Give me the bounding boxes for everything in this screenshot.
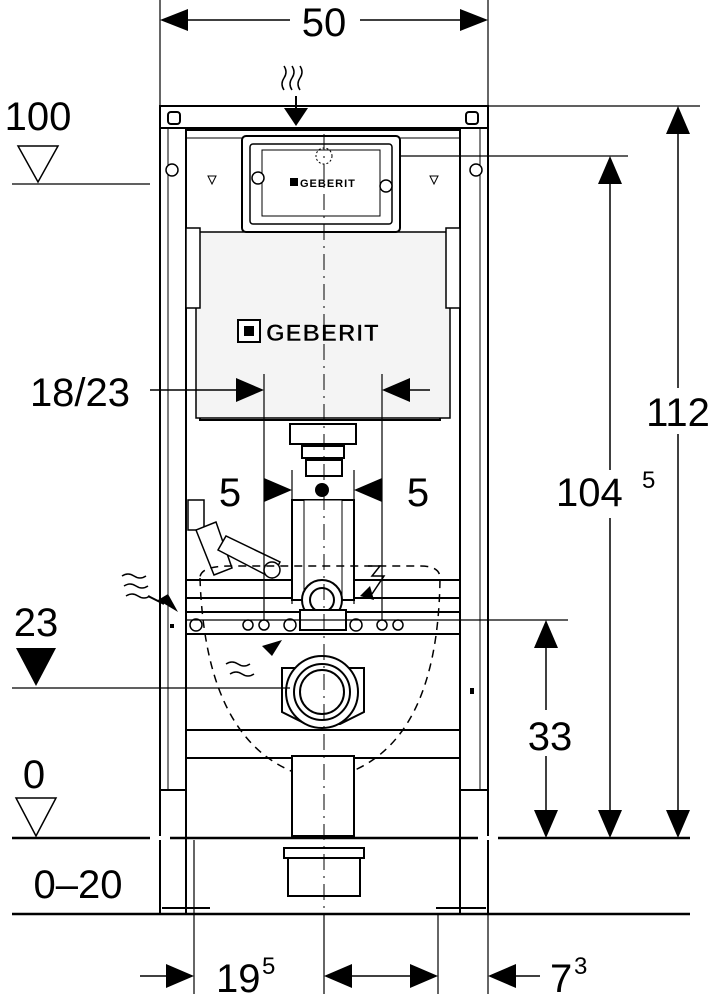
waste-water-left-icon [121,573,178,612]
right-post [459,105,489,915]
width-dimension: 50 [159,0,489,108]
plate-logo-text: GEBERIT [300,178,356,190]
offset-19-sup: 5 [262,953,275,980]
height-104-label: 104 [556,471,623,515]
cistern-logo-text: GEBERIT [266,320,380,347]
left-post [159,105,187,915]
connector-offset-dimensions: 5 5 [219,470,429,604]
left-foot [159,789,187,915]
toilet-bowl-outline [199,565,441,781]
level-0-label: 0 [23,753,45,797]
level-23-label: 23 [14,601,59,645]
flush-pipe [289,423,357,631]
spacing-18-23-label: 18/23 [30,371,130,415]
bottom-offset-dimensions: 19 5 7 3 [140,840,587,1000]
lower-rail [185,729,461,759]
water-supply-icon [281,65,308,126]
width-label: 50 [302,1,347,45]
flush-pipe-spacing-dimension: 18/23 [30,371,430,620]
offset-7-sup: 3 [574,953,587,980]
offset-19-label: 19 [216,957,261,1000]
level-marker-100: 100 [5,95,150,185]
right-5-label: 5 [407,471,429,515]
height-dimensions: 112 104 5 33 [186,105,716,838]
level-marker-0: 0 [14,753,58,838]
level-100-label: 100 [5,95,72,139]
flush-plate: GEBERIT [241,135,401,233]
left-5-label: 5 [219,471,241,515]
height-112-label: 112 [646,391,710,435]
floor-range-label: 0–20 [34,863,123,907]
height-33-label: 33 [528,715,573,759]
offset-7-label: 7 [550,957,572,1000]
right-foot [459,789,489,915]
waste-water-bowl-icon [225,640,282,677]
height-104-sup: 5 [642,467,655,494]
drain-connector [281,655,365,837]
level-marker-23: 23 [12,601,290,689]
electrical-icon [360,565,386,600]
top-rail [159,105,489,129]
